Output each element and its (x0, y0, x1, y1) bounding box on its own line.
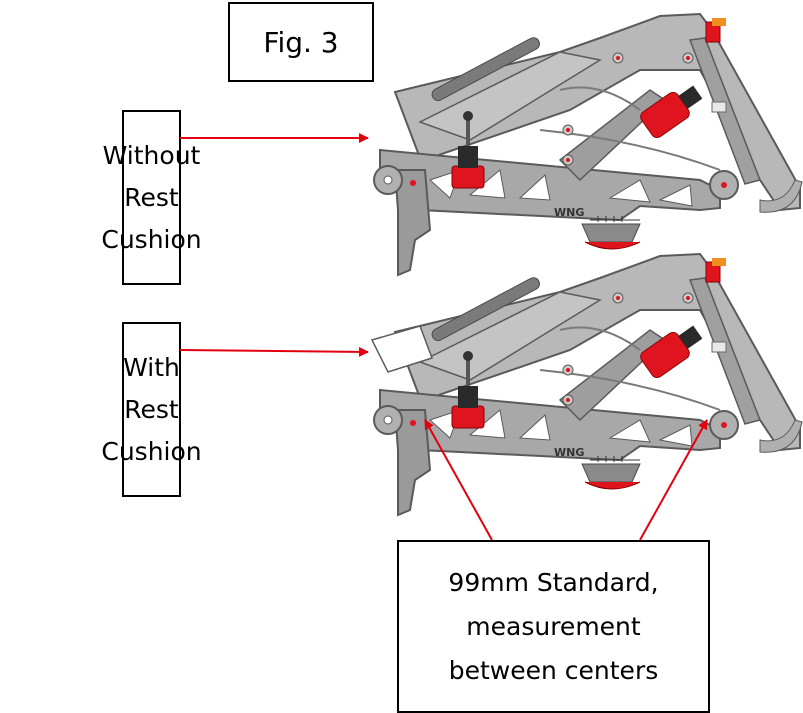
engraving-text: WNG (554, 206, 584, 219)
label-line-3: Cushion (101, 436, 202, 466)
arrow-to-left-center (424, 419, 493, 541)
label-without-rest-cushion: Without Rest Cushion (101, 110, 202, 285)
rest-illustration-with-cushion: WNG (370, 253, 803, 516)
label-with-rest-cushion: With Rest Cushion (101, 322, 202, 497)
label-line-2: Rest (124, 182, 179, 212)
rest-illustration-without-cushion: WNG (373, 13, 803, 276)
arrow-to-right-center (639, 419, 708, 541)
rest-cushion (370, 325, 433, 373)
label-line-2: Rest (124, 394, 179, 424)
figure-label: Fig. 3 (263, 25, 339, 59)
label-line-3: Cushion (101, 224, 202, 254)
note-line-2: measurement (466, 611, 641, 641)
figure-label-box: Fig. 3 (228, 2, 374, 82)
label-line-1: With (123, 352, 180, 382)
note-line-1: 99mm Standard, (448, 567, 659, 597)
label-line-1: Without (102, 140, 201, 170)
engraving-text: WNG (554, 446, 584, 459)
note-line-3: between centers (448, 655, 659, 685)
arrow-to-bottom-rest (179, 346, 369, 357)
